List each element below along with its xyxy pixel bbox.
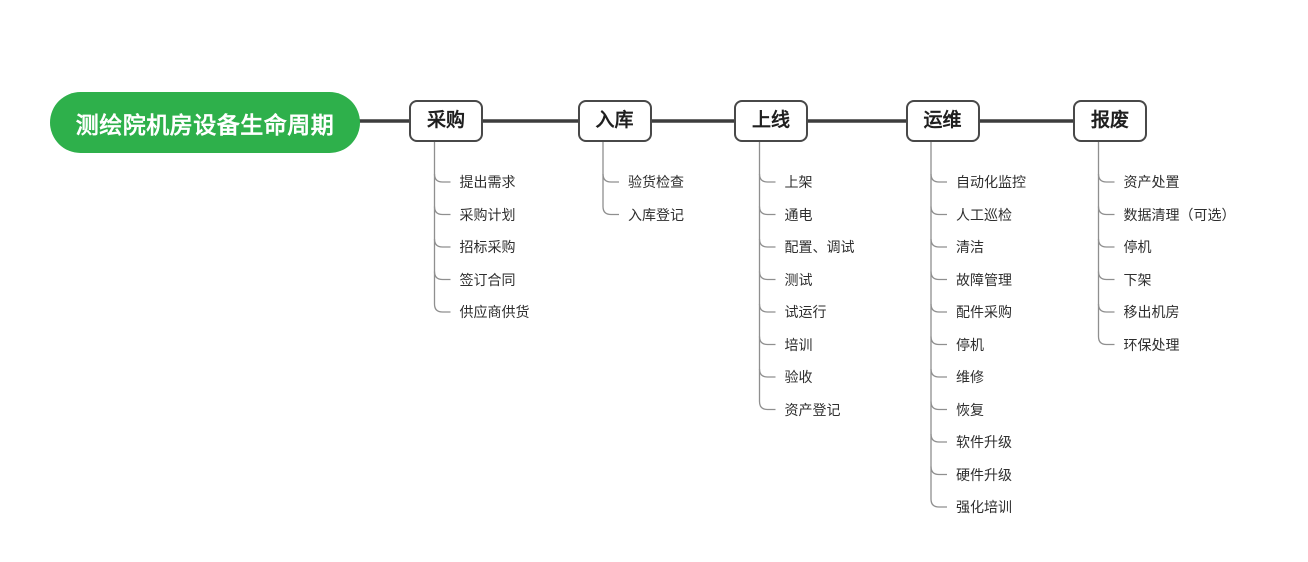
connector-path <box>758 271 776 281</box>
connector-path <box>1097 238 1115 248</box>
subtopic[interactable]: 恢复 <box>956 401 984 418</box>
connector-path <box>758 238 776 248</box>
connector-path <box>1097 206 1115 216</box>
connector-path <box>758 336 776 346</box>
branch-topic-2[interactable]: 上线 <box>733 100 809 142</box>
subtopic[interactable]: 资产处置 <box>1123 174 1180 190</box>
subtopic[interactable]: 硬件升级 <box>956 466 1012 483</box>
connector-path <box>758 173 776 183</box>
connector-path <box>1097 173 1115 183</box>
connector-path <box>930 401 947 411</box>
subtopic[interactable]: 配件采购 <box>956 304 1012 320</box>
subtopic[interactable]: 供应商供货 <box>459 304 530 320</box>
subtopic[interactable]: 配置、调试 <box>784 239 855 255</box>
connector-path <box>1097 271 1115 281</box>
subtopic[interactable]: 故障管理 <box>956 271 1012 288</box>
subtopic[interactable]: 维修 <box>956 369 984 385</box>
subtopic[interactable]: 入库登记 <box>628 206 684 223</box>
connector-path <box>930 368 947 378</box>
subtopic[interactable]: 人工巡检 <box>956 206 1012 223</box>
connector-path <box>758 206 776 216</box>
connector-path <box>930 336 947 346</box>
subtopic[interactable]: 签订合同 <box>459 271 516 288</box>
subtopic[interactable]: 采购计划 <box>459 206 516 223</box>
subtopic[interactable]: 验收 <box>784 369 813 385</box>
subtopic[interactable]: 软件升级 <box>956 434 1012 450</box>
subtopic[interactable]: 测试 <box>784 271 813 288</box>
subtopic[interactable]: 数据清理（可选） <box>1123 206 1236 223</box>
connector-path <box>930 271 947 281</box>
connector-path <box>758 368 776 378</box>
subtopic[interactable]: 下架 <box>1123 271 1152 288</box>
connector-path <box>930 303 947 313</box>
connector-path <box>433 238 451 248</box>
subtopic[interactable]: 资产登记 <box>784 401 841 418</box>
subtopic[interactable]: 提出需求 <box>459 174 516 190</box>
connector-path <box>433 142 451 313</box>
branch-topic-0[interactable]: 采购 <box>408 100 484 142</box>
subtopic[interactable]: 停机 <box>956 336 984 353</box>
connector-path <box>602 142 619 216</box>
connector-path <box>930 206 947 216</box>
subtopic[interactable]: 强化培训 <box>956 499 1012 515</box>
subtopic[interactable]: 停机 <box>1123 239 1152 255</box>
connector-path <box>930 142 947 508</box>
connector-path <box>758 142 776 411</box>
connector-path <box>930 173 947 183</box>
subtopic[interactable]: 上架 <box>784 174 813 190</box>
connector-path <box>930 433 947 443</box>
connector-path <box>433 206 451 216</box>
subtopic[interactable]: 试运行 <box>784 304 827 320</box>
connector-path <box>433 173 451 183</box>
subtopic[interactable]: 自动化监控 <box>956 174 1026 190</box>
subtopic[interactable]: 移出机房 <box>1123 304 1180 320</box>
branch-topic-1[interactable]: 入库 <box>577 100 652 142</box>
subtopic[interactable]: 培训 <box>784 336 813 353</box>
connector-path <box>758 303 776 313</box>
connector-path <box>930 238 947 248</box>
connector-path <box>602 173 619 183</box>
connector-path <box>433 271 451 281</box>
subtopic[interactable]: 通电 <box>784 206 813 223</box>
subtopic[interactable]: 环保处理 <box>1123 336 1180 353</box>
branch-topic-4[interactable]: 报废 <box>1072 100 1148 142</box>
connector-path <box>1097 142 1115 346</box>
subtopic[interactable]: 招标采购 <box>459 239 516 255</box>
connector-path <box>1097 303 1115 313</box>
subtopic[interactable]: 验货检查 <box>628 174 684 190</box>
branch-topic-3[interactable]: 运维 <box>905 100 980 142</box>
root-topic[interactable]: 测绘院机房设备生命周期 <box>50 92 360 153</box>
subtopic[interactable]: 清洁 <box>956 239 984 255</box>
connector-path <box>930 466 947 476</box>
